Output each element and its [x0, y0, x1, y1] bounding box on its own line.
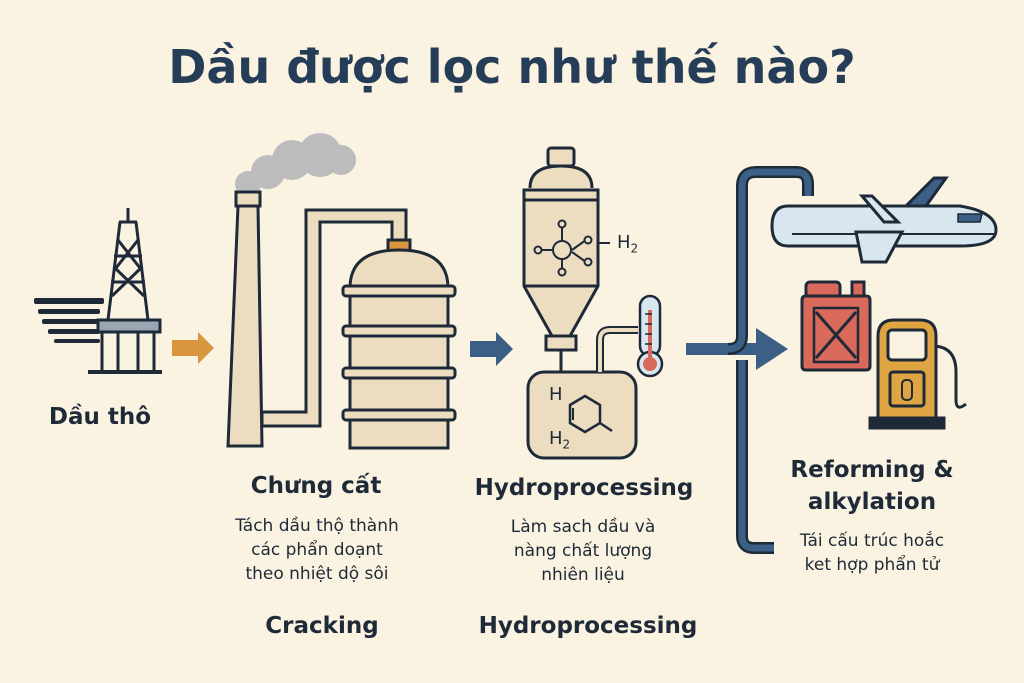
hydro-desc-3: nhiên liệu	[541, 565, 625, 585]
fuel-pump-icon	[868, 318, 967, 430]
jerrycan-icon	[800, 280, 872, 372]
airplane-icon	[770, 176, 998, 264]
hydro-desc-2: nàng chất lượng	[513, 541, 653, 561]
distillation-desc-1: Tách dầu thộ thành	[235, 516, 399, 536]
h2-reactor-label: H2	[617, 232, 639, 256]
page-title: Dầu được lọc như thế nào?	[168, 40, 856, 94]
reforming-desc-1: Tái cấu trúc hoắc	[799, 531, 945, 551]
oil-rig-icon	[34, 208, 162, 374]
arrow-2	[470, 332, 513, 366]
hydro-heading: Hydroprocessing	[474, 475, 694, 501]
distillation-desc-3: theo nhiệt dộ sôi	[245, 564, 389, 584]
smokestack-icon	[226, 190, 264, 448]
molecule-icon	[533, 219, 610, 277]
hydro-vessel-icon	[526, 326, 638, 460]
distillation-desc-2: các phẩn doạnt	[251, 540, 383, 560]
cracking-label: Cracking	[265, 613, 379, 639]
ring-h2-bottom-label: H2	[549, 428, 571, 452]
distillation-column-icon	[341, 238, 457, 450]
distillation-heading: Chưng cất	[250, 473, 382, 499]
crude-oil-label: Dầu thô	[48, 404, 152, 430]
arrow-1	[172, 332, 214, 364]
reforming-heading-1: Reforming &	[790, 457, 954, 483]
hydro-sub-label: Hydroprocessing	[478, 613, 698, 639]
reforming-heading-2: alkylation	[807, 489, 937, 515]
ring-h-top-label: H	[549, 384, 563, 405]
smoke-icon	[235, 133, 356, 197]
reforming-desc-2: ket hợp phẩn tử	[804, 555, 940, 575]
product-pipes	[727, 166, 814, 554]
hydro-desc-1: Làm sach dầu và	[510, 517, 656, 537]
thermometer-icon	[636, 294, 664, 378]
